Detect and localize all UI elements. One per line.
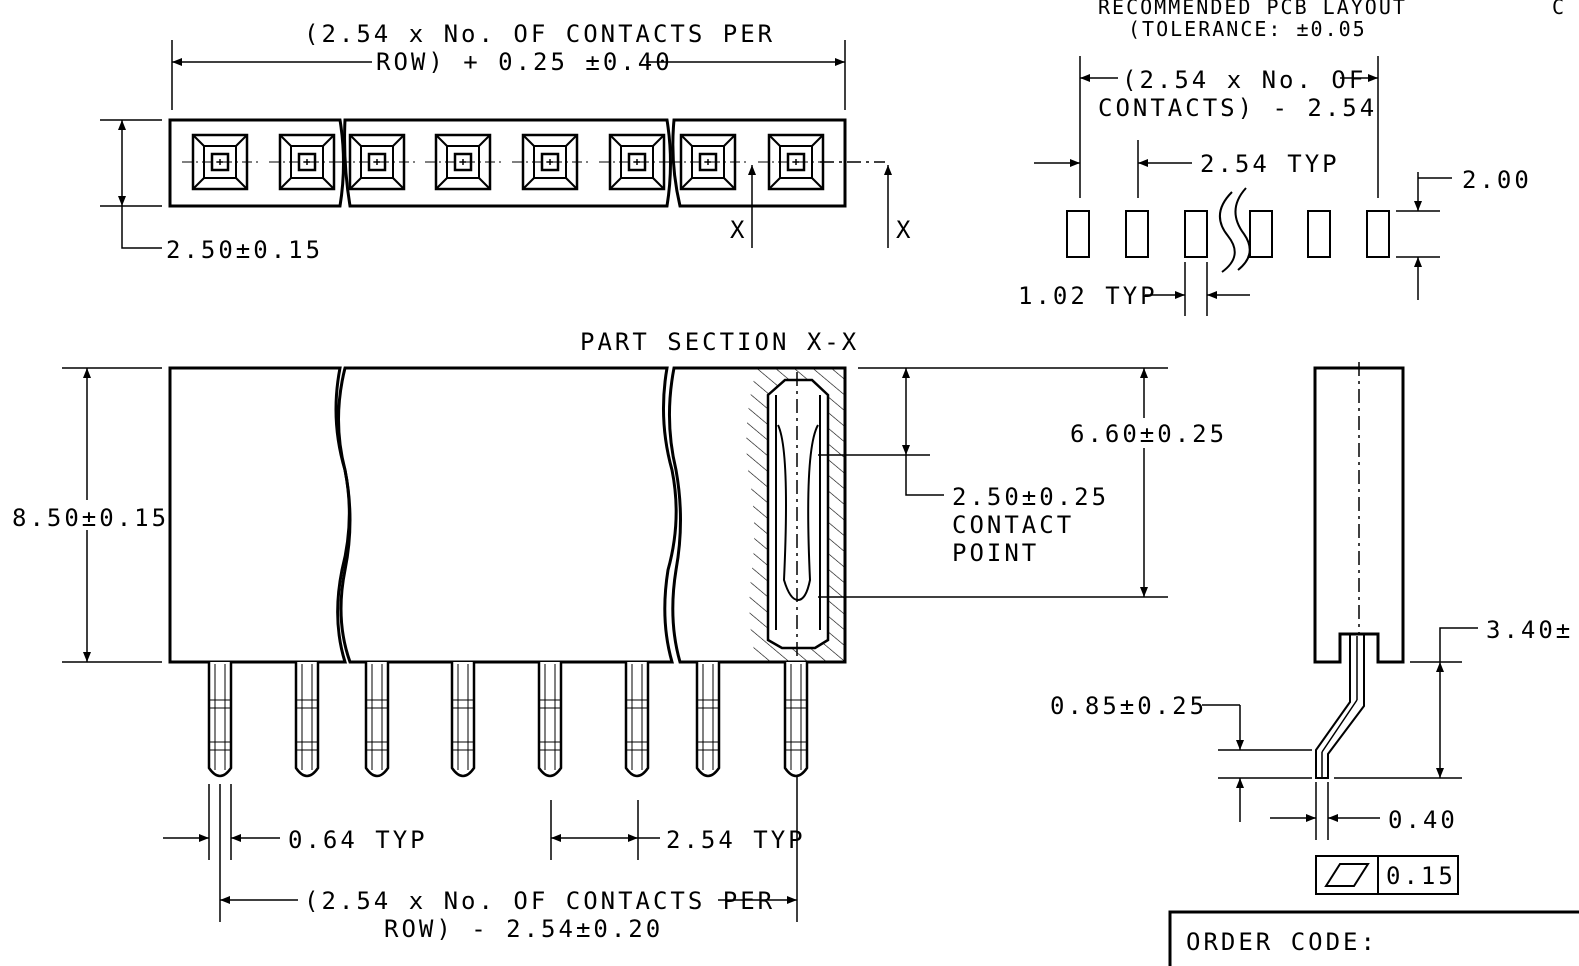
order-code-label: ORDER CODE: xyxy=(1186,928,1378,956)
pin xyxy=(624,662,650,778)
contact-square xyxy=(599,133,675,191)
end-340-label: 3.40± xyxy=(1486,616,1573,644)
end-040-label: 0.40 xyxy=(1388,806,1458,834)
contact-square xyxy=(339,133,415,191)
section-x-label-right: X xyxy=(896,216,913,244)
top-overall-label-1: (2.54 x No. OF CONTACTS PER xyxy=(304,20,775,48)
pin xyxy=(364,662,390,778)
contact-square xyxy=(670,133,746,191)
pcb-layout-view: RECOMMENDED PCB LAYOUT (TOLERANCE: ±0.05… xyxy=(1018,0,1566,316)
contact-square xyxy=(512,133,588,191)
bottom-overall-label-1: (2.54 x No. OF CONTACTS PER xyxy=(304,887,775,915)
pin xyxy=(695,662,721,778)
flatness-callout: 0.15 xyxy=(1315,855,1459,895)
top-contact-squares xyxy=(182,133,834,191)
flatness-value: 0.15 xyxy=(1386,862,1456,890)
pcb-pad-height-label: 2.00 xyxy=(1462,166,1532,194)
front-view: PART SECTION X-X 8.50±0.15 6.60±0.25 2.5… xyxy=(10,328,1227,943)
contact-250-label: 2.50±0.25 xyxy=(952,483,1109,511)
pcb-span-label-1: (2.54 x No. OF xyxy=(1122,66,1366,94)
pcb-pitch-label: 2.54 TYP xyxy=(1200,150,1340,178)
end-view: 3.40± 0.85±0.25 0.40 0.15 xyxy=(1050,362,1573,895)
pin xyxy=(450,662,476,778)
pin xyxy=(537,662,563,778)
depth-660-label: 6.60±0.25 xyxy=(1070,420,1227,448)
pcb-title-2: (TOLERANCE: ±0.05 xyxy=(1128,17,1367,41)
point-word: POINT xyxy=(952,539,1039,567)
pcb-pad-width-label: 1.02 TYP xyxy=(1018,282,1158,310)
end-085-label: 0.85±0.25 xyxy=(1050,692,1207,720)
pin-width-label: 0.64 TYP xyxy=(288,826,428,854)
top-height-label: 2.50±0.15 xyxy=(166,236,323,264)
contact-square xyxy=(182,133,258,191)
contact-word: CONTACT xyxy=(952,511,1074,539)
side-height-label: 8.50±0.15 xyxy=(12,504,169,532)
contact-square xyxy=(425,133,501,191)
pin xyxy=(783,662,809,778)
section-x-label-left: X xyxy=(730,216,747,244)
corner-c: C xyxy=(1552,0,1566,19)
contact-square xyxy=(758,133,834,191)
order-code-box: ORDER CODE: xyxy=(1168,910,1579,966)
pin xyxy=(207,662,233,778)
top-view: (2.54 x No. OF CONTACTS PER ROW) + 0.25 … xyxy=(100,20,913,264)
pin xyxy=(294,662,320,778)
part-section-label: PART SECTION X-X xyxy=(580,328,859,356)
contact-square xyxy=(269,133,345,191)
pcb-title-1: RECOMMENDED PCB LAYOUT xyxy=(1098,0,1407,19)
front-pins xyxy=(207,662,809,778)
bottom-overall-label-2: ROW) - 2.54±0.20 xyxy=(384,915,663,943)
top-overall-label-2: ROW) + 0.25 ±0.40 xyxy=(376,48,673,76)
pcb-span-label-2: CONTACTS) - 2.54 xyxy=(1098,94,1377,122)
pin-pitch-label: 2.54 TYP xyxy=(666,826,806,854)
